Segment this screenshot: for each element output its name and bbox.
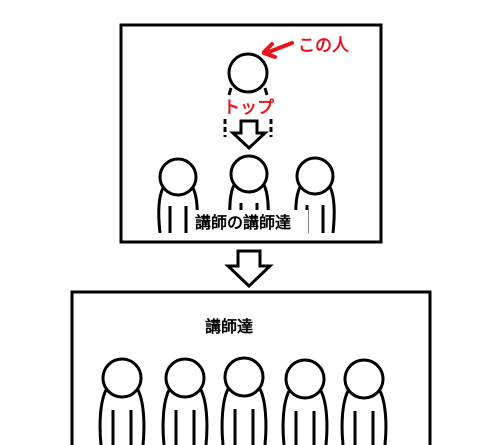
- lower-person: [98, 357, 146, 445]
- upper-caption: 講師の講師達: [195, 213, 291, 232]
- lower-person: [220, 356, 268, 445]
- annotation-arrow: [262, 41, 294, 59]
- lower-person: [161, 357, 209, 445]
- small-down-arrow: [229, 119, 269, 151]
- upper-group-people: [157, 154, 336, 234]
- lower-person: [340, 358, 388, 445]
- upper-box: [119, 23, 383, 244]
- lower-group-people: [98, 356, 388, 445]
- lower-person: [281, 358, 329, 445]
- upper-person: [294, 156, 336, 234]
- lower-box: [70, 290, 432, 445]
- top-person-shoulders: [227, 87, 269, 96]
- upper-person: [228, 154, 270, 234]
- top-person: [227, 52, 269, 96]
- upper-person: [157, 157, 199, 234]
- annotation-label: この人: [298, 36, 350, 56]
- upper-caption-bg: [190, 210, 308, 234]
- big-down-arrow: [224, 249, 274, 289]
- lower-caption: 講師達: [205, 317, 253, 336]
- top-person-head: [227, 52, 269, 94]
- top-label: トップ: [223, 97, 275, 118]
- small-arrow-dashes: [223, 119, 273, 137]
